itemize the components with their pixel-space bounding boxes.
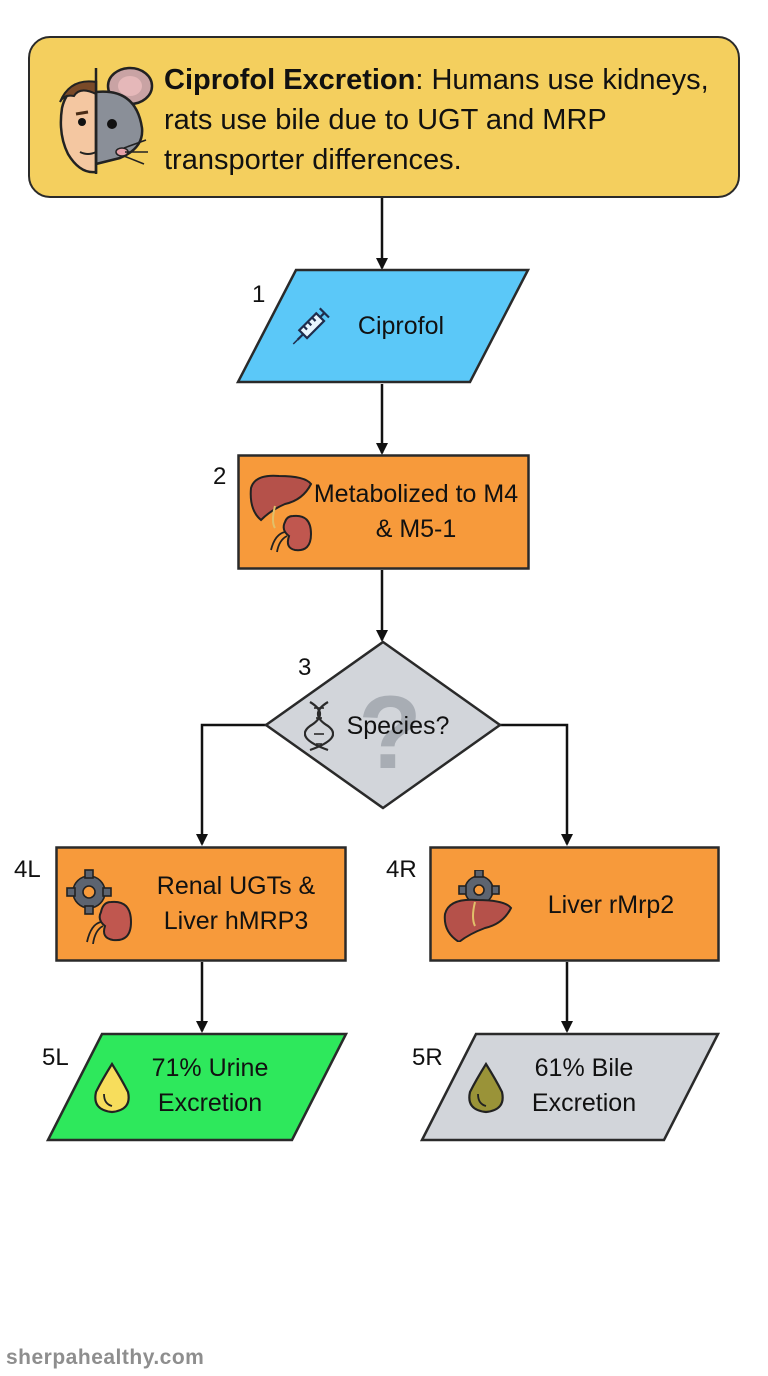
node-metabolized-label: Metabolized to M4 & M5-1: [313, 480, 519, 543]
step-number-4r: 4R: [386, 856, 417, 883]
step-number-4l: 4L: [14, 856, 41, 883]
human-rat-face-icon: [50, 64, 170, 176]
header-description: : Humans use kidneys, rats use bile due …: [164, 64, 709, 176]
gear-liver-icon: [441, 869, 515, 947]
header-text: Ciprofol Excretion: Humans use kidneys, …: [164, 60, 736, 180]
syringe-icon: [286, 300, 338, 357]
node-liver-rmrp2: Liver rMrp2: [429, 846, 720, 962]
svg-text:?: ?: [358, 675, 422, 791]
node-ciprofol: Ciprofol: [236, 268, 530, 384]
urine-drop-icon: [92, 1061, 132, 1119]
node-species-decision: ? Species?: [264, 640, 502, 810]
step-number-5l: 5L: [42, 1044, 69, 1071]
node-renal-ugts-label: Renal UGTs & Liver hMRP3: [156, 872, 316, 935]
summary-header: Ciprofol Excretion: Humans use kidneys, …: [28, 36, 740, 198]
node-species-label: Species?: [346, 711, 450, 740]
node-bile-excretion: 61% Bile Excretion: [420, 1032, 720, 1142]
node-urine-excretion: 71% Urine Excretion: [46, 1032, 348, 1142]
node-metabolized: Metabolized to M4 & M5-1: [237, 454, 530, 570]
step-number-3: 3: [298, 654, 312, 681]
node-urine-excretion-label: 71% Urine Excretion: [151, 1054, 269, 1117]
node-ciprofol-label: Ciprofol: [357, 311, 445, 340]
node-liver-rmrp2-label: Liver rMrp2: [547, 890, 675, 919]
gear-kidney-icon: [65, 868, 135, 949]
liver-kidney-icon: [245, 470, 319, 559]
arrow-3-to-4r: [500, 723, 573, 846]
dna-icon: [303, 700, 335, 757]
node-renal-ugts: Renal UGTs & Liver hMRP3: [55, 846, 347, 962]
arrow-3-to-4l: [196, 723, 266, 846]
step-number-1: 1: [252, 281, 266, 308]
node-bile-excretion-label: 61% Bile Excretion: [531, 1054, 637, 1117]
step-number-2: 2: [213, 463, 227, 490]
watermark: sherpahealthy.com: [6, 1346, 205, 1369]
step-number-5r: 5R: [412, 1044, 443, 1071]
bile-drop-icon: [466, 1061, 506, 1119]
header-title: Ciprofol Excretion: [164, 64, 416, 96]
